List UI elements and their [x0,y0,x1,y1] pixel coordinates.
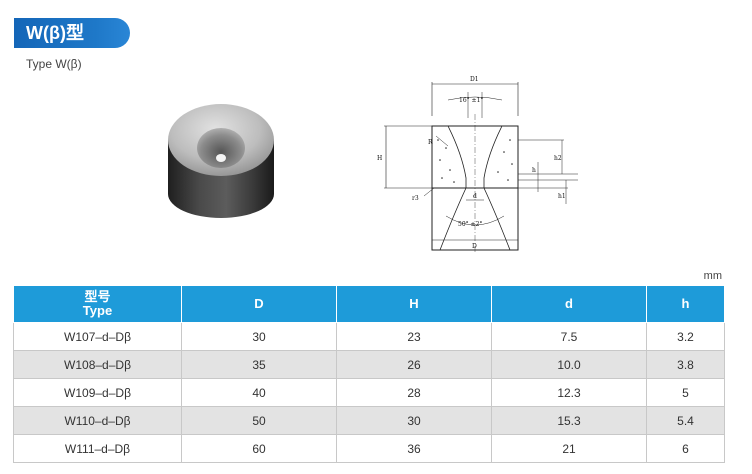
cell-d: 10.0 [491,350,647,379]
table-row: W107–d–Dβ 30 23 7.5 3.2 [13,322,725,351]
cell-H: 36 [336,434,492,463]
cell-d: 15.3 [491,406,647,435]
cell-h: 3.8 [646,350,725,379]
label-h: H [377,155,382,162]
table-row: W110–d–Dβ 50 30 15.3 5.4 [13,406,725,435]
page-subtitle: Type W(β) [26,57,82,71]
table-row: W109–d–Dβ 40 28 12.3 5 [13,378,725,407]
cell-type: W111–d–Dβ [13,434,182,463]
cell-H: 26 [336,350,492,379]
spec-table: 型号 Type D H d h W107–d–Dβ 30 23 7.5 3.2 … [13,286,725,463]
cell-type: W110–d–Dβ [13,406,182,435]
table-header-row: 型号 Type D H d h [13,286,725,323]
cell-h: 5.4 [646,406,725,435]
label-radius: R [428,139,433,146]
technical-drawing: D1 16° ±1° H R r3 d h2 h h1 50° ±2° D [377,76,578,254]
cell-h: 3.2 [646,322,725,351]
cell-H: 28 [336,378,492,407]
cell-h: 6 [646,434,725,463]
header-d: d [491,286,647,323]
cell-type: W107–d–Dβ [13,322,182,351]
header-type-en: Type [82,303,113,318]
cell-d: 12.3 [491,378,647,407]
cell-D: 30 [181,322,337,351]
label-bore: d [473,193,477,200]
label-d1: D1 [470,76,479,83]
table-row: W111–d–Dβ 60 36 21 6 [13,434,725,463]
label-r3: r3 [412,195,419,202]
cell-type: W108–d–Dβ [13,350,182,379]
cell-D: 50 [181,406,337,435]
label-h-small: h [532,167,536,174]
cell-d: 21 [491,434,647,463]
label-bottom-angle: 50° ±2° [458,221,482,228]
page-title: W(β)型 [14,18,130,48]
header-h: h [646,286,725,323]
cell-h: 5 [646,378,725,407]
cell-type: W109–d–Dβ [13,378,182,407]
label-h2: h2 [554,155,562,162]
cell-D: 35 [181,350,337,379]
unit-label: mm [703,270,722,282]
label-d: D [472,243,477,250]
label-h1: h1 [558,193,566,200]
table-row: W108–d–Dβ 35 26 10.0 3.8 [13,350,725,379]
label-top-angle: 16° ±1° [459,97,483,104]
header-D: D [181,286,337,323]
cell-D: 60 [181,434,337,463]
cell-D: 40 [181,378,337,407]
product-photo [168,104,274,218]
header-H: H [336,286,492,323]
cell-H: 23 [336,322,492,351]
header-type: 型号 Type [13,286,182,323]
header-type-cn: 型号 [84,289,111,304]
cell-H: 30 [336,406,492,435]
cell-d: 7.5 [491,322,647,351]
